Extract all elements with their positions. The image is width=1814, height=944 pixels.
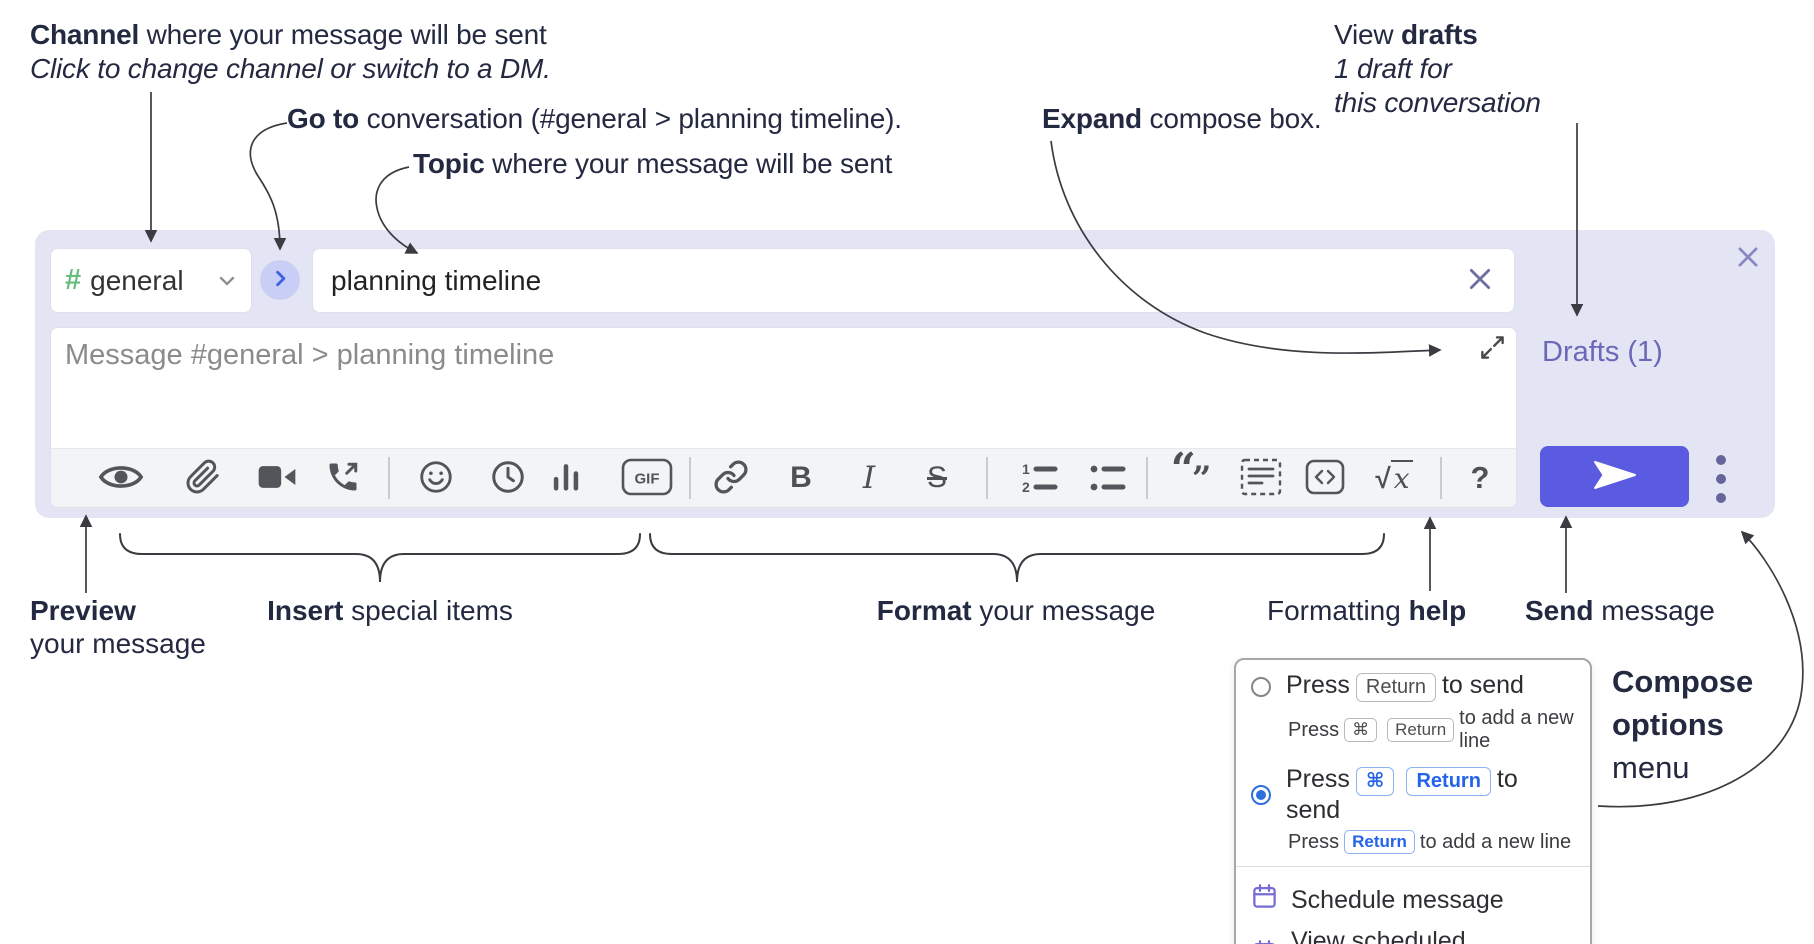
view-drafts-annotation: View drafts 1 draft for this conversatio… (1334, 19, 1541, 118)
close-compose-button[interactable] (1733, 242, 1763, 275)
kebab-dots-icon (1715, 454, 1727, 507)
italic-icon: I (862, 460, 876, 496)
expand-annotation: Expand compose box. (1042, 103, 1322, 134)
toolbar-divider (986, 457, 988, 499)
calendar-icon (1251, 883, 1278, 917)
radio-unselected-icon[interactable] (1251, 676, 1271, 697)
bold-icon: B (790, 461, 812, 494)
clear-topic-button[interactable] (1464, 263, 1496, 298)
topic-value: planning timeline (331, 264, 542, 296)
preview-annotation: Preview your message (30, 595, 206, 659)
expand-compose-button[interactable] (1479, 334, 1506, 364)
toolbar-divider (689, 457, 691, 499)
topic-annotation: Topic where your message will be sent (413, 148, 893, 179)
bold-button[interactable]: B (773, 449, 829, 507)
channel-selector[interactable]: # general (50, 248, 252, 313)
compose-box: # general planning timeline Message #gen… (35, 230, 1775, 518)
smiley-icon (418, 459, 454, 498)
calendar-dots-icon (1251, 939, 1278, 944)
goto-conversation-annotation: Go to conversation (#general > planning … (287, 103, 902, 134)
formatting-help-annotation: Formatting help (1267, 595, 1467, 626)
eye-icon (98, 460, 144, 497)
send-button[interactable] (1540, 446, 1689, 507)
channel-hash-icon: # (65, 264, 82, 296)
toolbar-divider (388, 457, 390, 499)
strikethrough-button[interactable]: S (909, 449, 965, 507)
bulleted-list-button[interactable] (1079, 449, 1135, 507)
paper-plane-icon (1593, 460, 1637, 493)
chevron-right-icon (269, 267, 292, 293)
channel-name: general (90, 264, 184, 296)
view-scheduled-messages-item[interactable]: View scheduled messages (1251, 922, 1575, 944)
compose-options-annotation: Compose options menu (1612, 664, 1754, 785)
attach-file-button[interactable] (175, 449, 231, 507)
strikethrough-icon: S (926, 461, 947, 494)
message-placeholder: Message #general > planning timeline (65, 339, 555, 371)
go-to-conversation-button[interactable] (260, 260, 300, 300)
math-button[interactable]: √x (1366, 449, 1422, 507)
preview-button[interactable] (93, 449, 149, 507)
gif-icon: GIF (621, 458, 673, 499)
close-icon (1733, 242, 1763, 275)
svg-text:1: 1 (1022, 461, 1030, 477)
send-annotation: Send message (1525, 595, 1715, 626)
question-mark-icon: ? (1470, 460, 1490, 495)
toolbar-divider (1440, 457, 1442, 499)
phone-call-icon (325, 459, 361, 498)
channel-annotation: Channel where your message will be sent … (30, 19, 551, 84)
schedule-message-item[interactable]: Schedule message (1251, 878, 1575, 922)
link-button[interactable] (703, 449, 759, 507)
italic-button[interactable]: I (841, 449, 897, 507)
quote-button[interactable]: “” (1163, 443, 1219, 507)
format-annotation: Format your message (876, 595, 1156, 626)
compose-options-menu-button[interactable] (1715, 454, 1727, 507)
radio-selected-icon[interactable] (1251, 785, 1271, 805)
paperclip-icon (185, 459, 221, 498)
quote-icon: “” (1170, 443, 1212, 499)
emoji-button[interactable] (408, 449, 464, 507)
global-time-button[interactable] (480, 449, 536, 507)
formatting-help-button[interactable]: ? (1452, 449, 1508, 507)
message-input-area[interactable]: Message #general > planning timeline GIF (50, 327, 1517, 508)
insert-annotation: Insert special items (267, 595, 513, 626)
schedule-section: Schedule message View scheduled messages (1236, 866, 1590, 944)
audio-call-button[interactable] (315, 449, 371, 507)
toolbar-divider (1146, 457, 1148, 499)
gif-button[interactable]: GIF (619, 449, 675, 507)
code-icon (1305, 459, 1345, 498)
clear-icon (1464, 263, 1496, 298)
chevron-down-icon (215, 269, 239, 293)
video-call-button[interactable] (249, 449, 305, 507)
bar-chart-icon (549, 460, 583, 497)
math-icon: √x (1375, 459, 1413, 495)
link-icon (713, 459, 749, 498)
video-camera-icon (257, 462, 297, 495)
bulleted-list-icon (1087, 459, 1127, 498)
clock-icon (490, 459, 526, 498)
svg-text:GIF: GIF (635, 470, 660, 487)
poll-button[interactable] (538, 449, 594, 507)
topic-input[interactable]: planning timeline (312, 248, 1515, 313)
drafts-link[interactable]: Drafts (1) (1542, 336, 1663, 368)
svg-text:2: 2 (1022, 479, 1030, 495)
spoiler-button[interactable] (1233, 449, 1289, 507)
expand-icon (1479, 334, 1506, 364)
code-button[interactable] (1297, 449, 1353, 507)
spoiler-icon (1240, 458, 1282, 499)
